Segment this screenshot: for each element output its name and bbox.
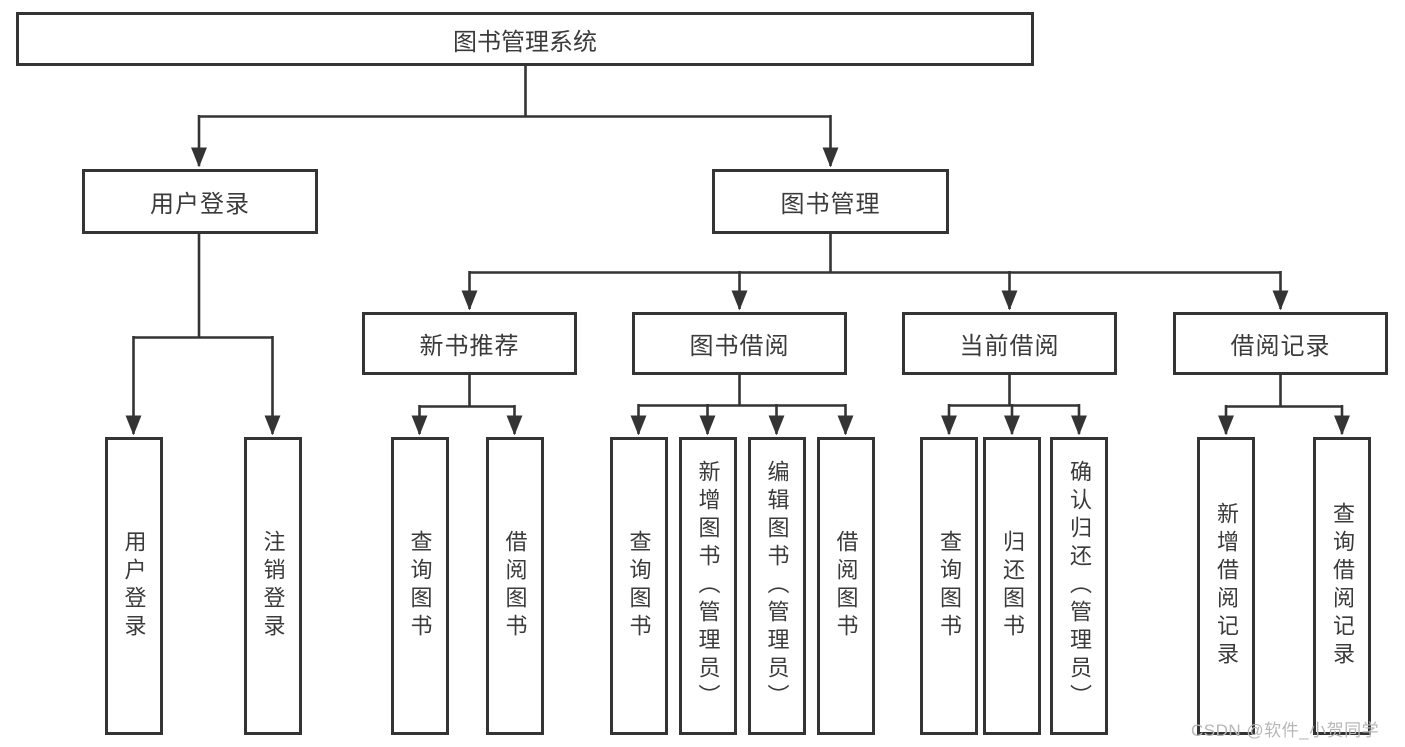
node-label: 图书借阅: [689, 333, 790, 360]
node-borrowing-records: 借阅记录: [1173, 312, 1388, 375]
leaf-label: 查询图书: [407, 530, 433, 642]
leaf-label: 查询图书: [626, 530, 652, 642]
leaf-label: 注销登录: [260, 530, 286, 642]
leaf-logout: 注销登录: [243, 437, 302, 735]
node-book-management: 图书管理: [712, 169, 949, 234]
leaf-label: 借阅图书: [502, 530, 528, 642]
node-current-borrowing: 当前借阅: [902, 312, 1117, 375]
leaf-label: 确认归还（管理员）: [1067, 460, 1092, 712]
node-label: 借阅记录: [1230, 333, 1331, 360]
csdn-watermark: CSDN @软件_小贺同学: [1191, 721, 1380, 740]
node-label: 图书管理: [780, 191, 881, 218]
leaf-label: 归还图书: [1000, 530, 1025, 642]
leaf-label: 新增借阅记录: [1214, 502, 1239, 670]
node-label: 图书管理系统: [453, 28, 597, 56]
leaf-recommend-borrow-books: 借阅图书: [485, 437, 544, 735]
leaf-borrow-add-books-admin: 新增图书（管理员）: [678, 437, 737, 735]
leaf-borrow-borrow-books: 借阅图书: [816, 437, 875, 735]
leaf-current-confirm-return-admin: 确认归还（管理员）: [1050, 437, 1108, 735]
leaf-current-query-books: 查询图书: [920, 437, 978, 735]
leaf-label: 新增图书（管理员）: [695, 460, 721, 712]
node-user-login: 用户登录: [82, 169, 318, 234]
leaf-label: 借阅图书: [833, 530, 859, 642]
node-library-management-system: 图书管理系统: [16, 12, 1034, 66]
leaf-records-query-borrow-record: 查询借阅记录: [1313, 437, 1371, 735]
leaf-label: 查询借阅记录: [1330, 502, 1355, 670]
leaf-label: 编辑图书（管理员）: [764, 460, 790, 712]
node-book-borrowing: 图书借阅: [632, 312, 847, 375]
leaf-label: 查询图书: [937, 530, 962, 642]
node-label: 新书推荐: [419, 333, 520, 360]
leaf-recommend-query-books: 查询图书: [390, 437, 449, 735]
leaf-current-return-books: 归还图书: [983, 437, 1041, 735]
leaf-borrow-query-books: 查询图书: [609, 437, 668, 735]
leaf-borrow-edit-books-admin: 编辑图书（管理员）: [747, 437, 806, 735]
node-label: 当前借阅: [959, 333, 1060, 360]
node-new-book-recommendation: 新书推荐: [362, 312, 577, 375]
leaf-user-login: 用户登录: [104, 437, 163, 735]
leaf-records-add-borrow-record: 新增借阅记录: [1197, 437, 1255, 735]
node-label: 用户登录: [150, 191, 250, 218]
leaf-label: 用户登录: [121, 530, 147, 642]
